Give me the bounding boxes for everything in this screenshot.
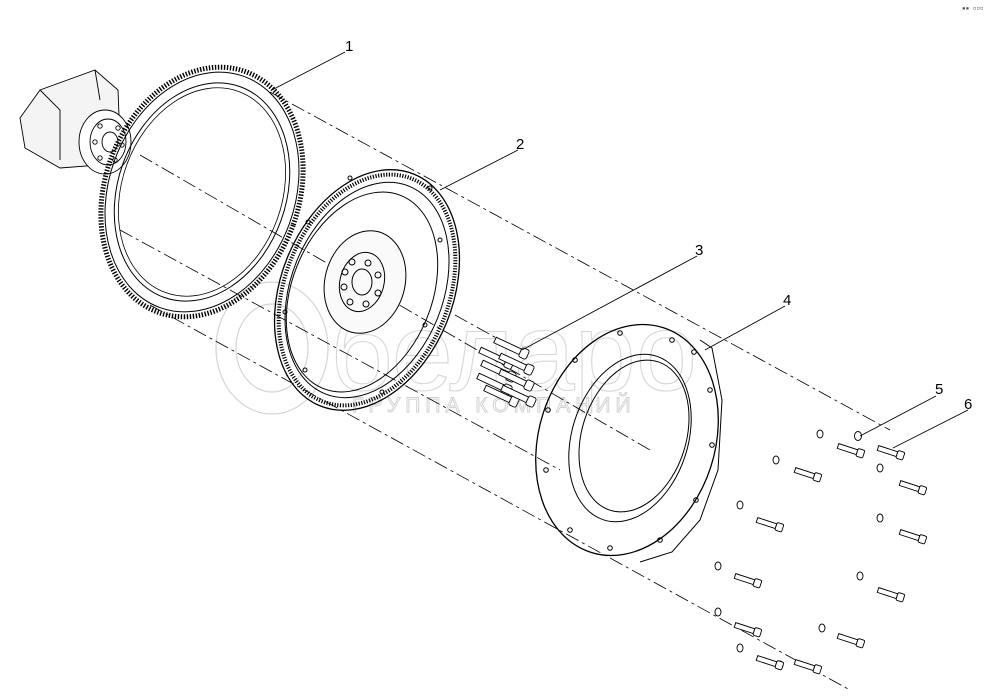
callout-4: 4 (783, 292, 791, 309)
callout-6: 6 (964, 396, 972, 413)
crankshaft-flange (19, 69, 132, 175)
adapter-plate (535, 323, 723, 563)
callout-5: 5 (935, 381, 943, 398)
housing-bolts-and-washers (714, 429, 927, 675)
ring-gear (98, 64, 306, 320)
flywheel-bolts (476, 336, 537, 408)
callout-2: 2 (516, 136, 524, 153)
flywheel (273, 169, 461, 411)
callout-3: 3 (695, 242, 703, 259)
watermark-tagline: ГРУППА КОМПАНИЙ (352, 393, 636, 417)
callout-1: 1 (345, 38, 353, 55)
corner-mark: ▪▪ ▫▫▫ (962, 5, 984, 12)
leader-lines (271, 51, 969, 449)
callout-labels: 1 2 3 4 5 6 (345, 38, 972, 413)
watermark-logo: беларо ГРУППА КОМПАНИЙ (215, 281, 698, 417)
